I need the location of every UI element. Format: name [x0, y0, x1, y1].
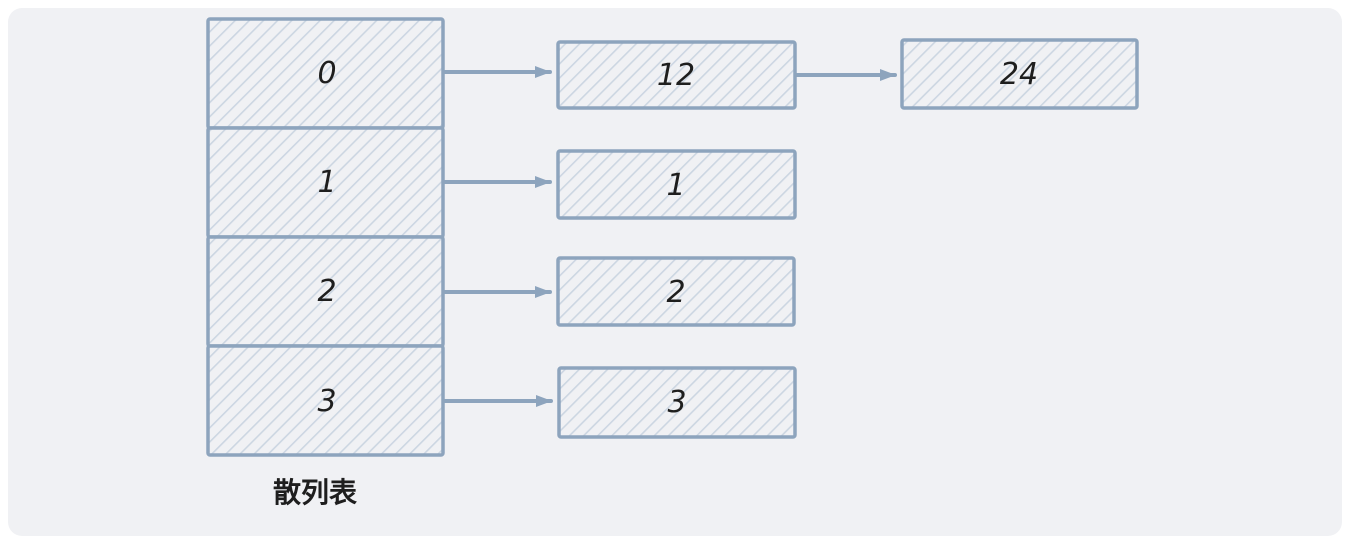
linked-list-nodes: 12 24 1 2 3 [556, 38, 1139, 439]
node-24-box [900, 38, 1139, 110]
node-1-value: 1 [666, 168, 685, 203]
node-3-value: 3 [667, 385, 686, 420]
node-3-box [557, 366, 797, 439]
node-24-value: 24 [1000, 57, 1038, 92]
bucket-2-label: 2 [317, 274, 336, 309]
bucket-1-label: 1 [317, 165, 336, 200]
node-12-value: 12 [657, 58, 695, 93]
node-1-box [556, 149, 797, 220]
diagram-caption: 散列表 [273, 476, 357, 509]
bucket-3-label: 3 [317, 384, 336, 419]
bucket-0-label: 0 [317, 56, 336, 91]
node-2-box [556, 256, 796, 327]
arrows [442, 66, 897, 407]
node-2-value: 2 [666, 275, 685, 310]
hash-table: 0 1 2 3 [206, 17, 445, 457]
